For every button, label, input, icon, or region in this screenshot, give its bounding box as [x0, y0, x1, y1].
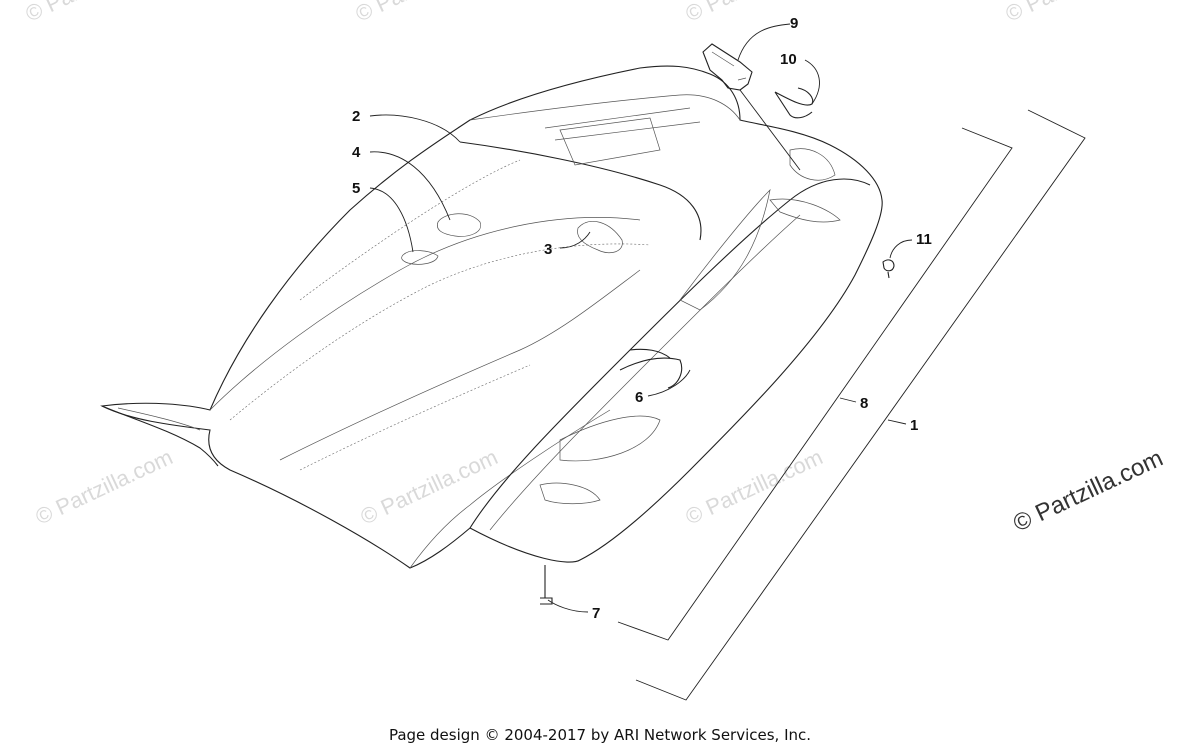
leader-5: [369, 187, 414, 253]
seat-back-panel: [469, 94, 741, 121]
seat-part-7-clip: [540, 565, 553, 605]
part-10-clip: [774, 87, 814, 119]
watermark-top-1: © Partzilla.com: [22, 0, 167, 27]
callout-5: 5: [352, 180, 360, 197]
seat-base-edge: [469, 178, 871, 529]
seat-part-6-strap: [619, 348, 683, 389]
seat-tail: [101, 405, 219, 467]
watermark-mid-1: © Partzilla.com: [32, 444, 177, 529]
watermark-top-3: © Partzilla.com: [682, 0, 827, 27]
watermark-top-2: © Partzilla.com: [352, 0, 497, 27]
seat-assembly: [100, 65, 883, 605]
leader-4: [369, 151, 451, 221]
leader-8: [839, 397, 857, 403]
seat-patch-3: [577, 220, 623, 254]
seat-patch-5: [401, 250, 439, 265]
callout-6: 6: [635, 389, 643, 406]
leader-lines: [369, 23, 913, 613]
callout-9: 9: [790, 15, 798, 32]
seat-base-rib-1: [559, 415, 661, 462]
part-11-fastener: [882, 259, 895, 279]
hardware-parts: [702, 43, 895, 279]
leader-9: [737, 23, 791, 61]
group-bracket-1: [635, 109, 1086, 701]
watermark-main: © Partzilla.com: [1009, 445, 1167, 538]
seat-seam-1: [299, 159, 521, 301]
seat-cushion-ridge: [459, 141, 702, 241]
part-9-leader-line: [739, 89, 801, 171]
seat-seam-2: [209, 217, 641, 411]
leader-2: [369, 114, 461, 143]
callout-10: 10: [780, 51, 797, 68]
seat-tail-inner: [117, 407, 201, 431]
leader-7: [547, 599, 589, 613]
seat-back-stitch: [544, 107, 701, 141]
callout-8: 8: [860, 395, 868, 412]
callout-4: 4: [352, 144, 361, 161]
group-brackets: [617, 109, 1086, 701]
leader-6: [647, 369, 691, 397]
leader-3: [559, 231, 591, 249]
seat-base-rib-3: [679, 188, 771, 311]
callout-2: 2: [352, 108, 360, 125]
seat-base-rib-2: [539, 482, 601, 505]
seat-base-inner: [489, 214, 801, 531]
part-9-bracket-inner: [711, 51, 747, 81]
callout-labels: 2 4 5 3 6 7 8 1 9 10 11: [352, 15, 932, 622]
callout-3: 3: [544, 241, 552, 258]
watermark-mid-2: © Partzilla.com: [357, 444, 502, 529]
footer-copyright: Page design © 2004-2017 by ARI Network S…: [389, 726, 811, 744]
group-bracket-8: [617, 127, 1013, 641]
seat-outline: [100, 65, 883, 569]
watermark-layer: © Partzilla.com © Partzilla.com © Partzi…: [22, 0, 1147, 530]
callout-1: 1: [910, 417, 918, 434]
seat-seam-3: [229, 243, 651, 421]
seat-latch-area: [789, 148, 836, 181]
callout-11: 11: [916, 231, 932, 248]
watermark-top-4: © Partzilla.com: [1002, 0, 1147, 27]
callout-7: 7: [592, 605, 600, 622]
seat-lower-seam: [279, 269, 641, 461]
leader-1: [887, 419, 907, 425]
seat-logo-area: [559, 117, 661, 166]
seat-base-rib-4: [769, 198, 841, 223]
seat-lower-seam-2: [299, 364, 531, 471]
leader-11: [889, 239, 913, 259]
seat-patch-4: [436, 213, 482, 237]
leader-10: [804, 59, 820, 105]
part-9-bracket: [702, 43, 753, 91]
